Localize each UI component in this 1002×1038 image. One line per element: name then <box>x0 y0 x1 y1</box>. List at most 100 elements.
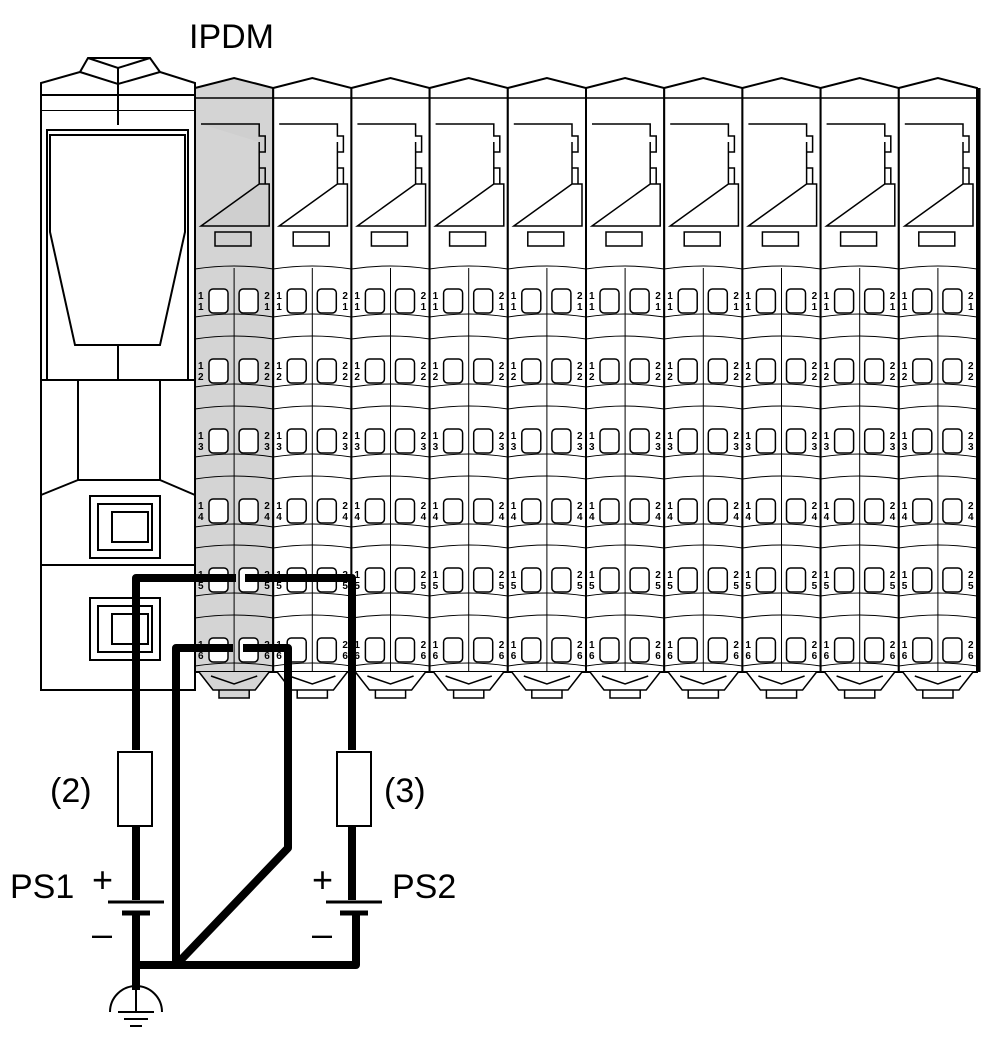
terminal-socket <box>442 498 464 524</box>
terminal-label: 6 <box>824 651 830 662</box>
terminal-label: 6 <box>890 651 896 662</box>
terminal-label: 2 <box>342 291 348 302</box>
terminal-label: 2 <box>577 361 583 372</box>
terminal-label: 1 <box>812 302 818 313</box>
terminal-label: 2 <box>890 640 896 651</box>
terminal-label: 1 <box>667 570 673 581</box>
terminal-socket <box>912 567 933 593</box>
terminal-label: 1 <box>276 361 282 372</box>
terminal-label: 2 <box>824 372 830 383</box>
terminal-label: 3 <box>890 442 896 453</box>
terminal-label: 1 <box>433 431 439 442</box>
terminal-label: 6 <box>499 651 505 662</box>
terminal-label: 1 <box>433 291 439 302</box>
terminal-label: 2 <box>968 372 974 383</box>
terminal-label: 2 <box>733 640 739 651</box>
terminal-label: 2 <box>733 291 739 302</box>
terminal-label: 1 <box>824 302 830 313</box>
terminal-label: 1 <box>198 361 204 372</box>
terminal-socket <box>394 288 416 314</box>
terminal-socket <box>785 637 807 663</box>
terminal-label: 5 <box>733 581 739 592</box>
terminal-socket <box>863 428 885 454</box>
terminal-socket <box>442 637 464 663</box>
terminal-label: 3 <box>824 442 830 453</box>
terminal-label: 1 <box>276 431 282 442</box>
terminal-label: 2 <box>968 361 974 372</box>
terminal-label: 2 <box>499 431 505 442</box>
fuse-left <box>117 751 153 827</box>
terminal-label: 2 <box>342 361 348 372</box>
terminal-label: 1 <box>511 361 517 372</box>
terminal-label: 1 <box>667 640 673 651</box>
terminal-socket <box>364 498 386 524</box>
terminal-socket <box>629 428 650 454</box>
terminal-label: 2 <box>733 501 739 512</box>
terminal-label: 3 <box>276 442 282 453</box>
terminal-label: 2 <box>577 431 583 442</box>
terminal-label: 4 <box>577 512 583 523</box>
terminal-socket <box>208 428 229 454</box>
ps1-minus: – <box>92 913 112 954</box>
terminal-label: 1 <box>433 640 439 651</box>
terminal-socket <box>785 428 807 454</box>
terminal-label: 4 <box>968 512 974 523</box>
terminal-label: 5 <box>812 581 818 592</box>
terminal-socket <box>629 358 650 384</box>
terminal-label: 5 <box>577 581 583 592</box>
terminal-socket <box>286 428 307 454</box>
terminal-label: 1 <box>824 361 830 372</box>
terminal-label: 1 <box>433 570 439 581</box>
wire-zero-volt-right <box>173 644 292 968</box>
terminal-label: 1 <box>198 302 204 313</box>
terminal-label: 2 <box>264 291 270 302</box>
terminal-label: 1 <box>421 302 427 313</box>
terminal-label: 3 <box>433 442 439 453</box>
terminal-label: 2 <box>890 372 896 383</box>
terminal-label: 2 <box>733 570 739 581</box>
terminal-label: 1 <box>745 501 751 512</box>
terminal-socket <box>942 358 963 384</box>
terminal-label: 1 <box>745 291 751 302</box>
terminal-label: 2 <box>812 640 818 651</box>
terminal-socket <box>316 288 338 314</box>
terminal-socket <box>521 567 542 593</box>
terminal-socket <box>286 288 307 314</box>
terminal-label: 6 <box>511 651 517 662</box>
terminal-socket <box>912 637 933 663</box>
terminal-label: 1 <box>902 570 908 581</box>
terminal-label: 1 <box>276 302 282 313</box>
ipdm-label: IPDM <box>189 18 274 56</box>
terminal-label: 4 <box>733 512 739 523</box>
ps2-plus: + <box>312 859 333 900</box>
terminal-label: 2 <box>276 372 282 383</box>
terminal-label: 5 <box>745 581 751 592</box>
terminal-socket <box>472 637 494 663</box>
terminal-label: 2 <box>499 372 505 383</box>
battery-ps1 <box>108 900 164 916</box>
terminal-socket <box>316 428 338 454</box>
terminal-socket <box>599 498 620 524</box>
terminal-socket <box>755 637 777 663</box>
terminal-label: 4 <box>264 512 270 523</box>
terminal-label: 1 <box>745 431 751 442</box>
fuse-right-label: (3) <box>384 772 426 810</box>
terminal-socket <box>942 288 963 314</box>
terminal-label: 1 <box>655 302 661 313</box>
terminal-socket <box>599 428 620 454</box>
terminal-label: 1 <box>499 302 505 313</box>
terminal-label: 1 <box>354 570 360 581</box>
terminal-socket <box>677 637 698 663</box>
terminal-socket <box>785 567 807 593</box>
terminal-socket <box>364 358 386 384</box>
terminal-label: 3 <box>577 442 583 453</box>
terminal-socket <box>316 637 338 663</box>
terminal-label: 2 <box>733 372 739 383</box>
terminal-socket <box>551 288 572 314</box>
terminal-label: 2 <box>812 361 818 372</box>
wire-ground-bus <box>132 915 360 969</box>
terminal-label: 4 <box>824 512 830 523</box>
terminal-label: 2 <box>890 291 896 302</box>
